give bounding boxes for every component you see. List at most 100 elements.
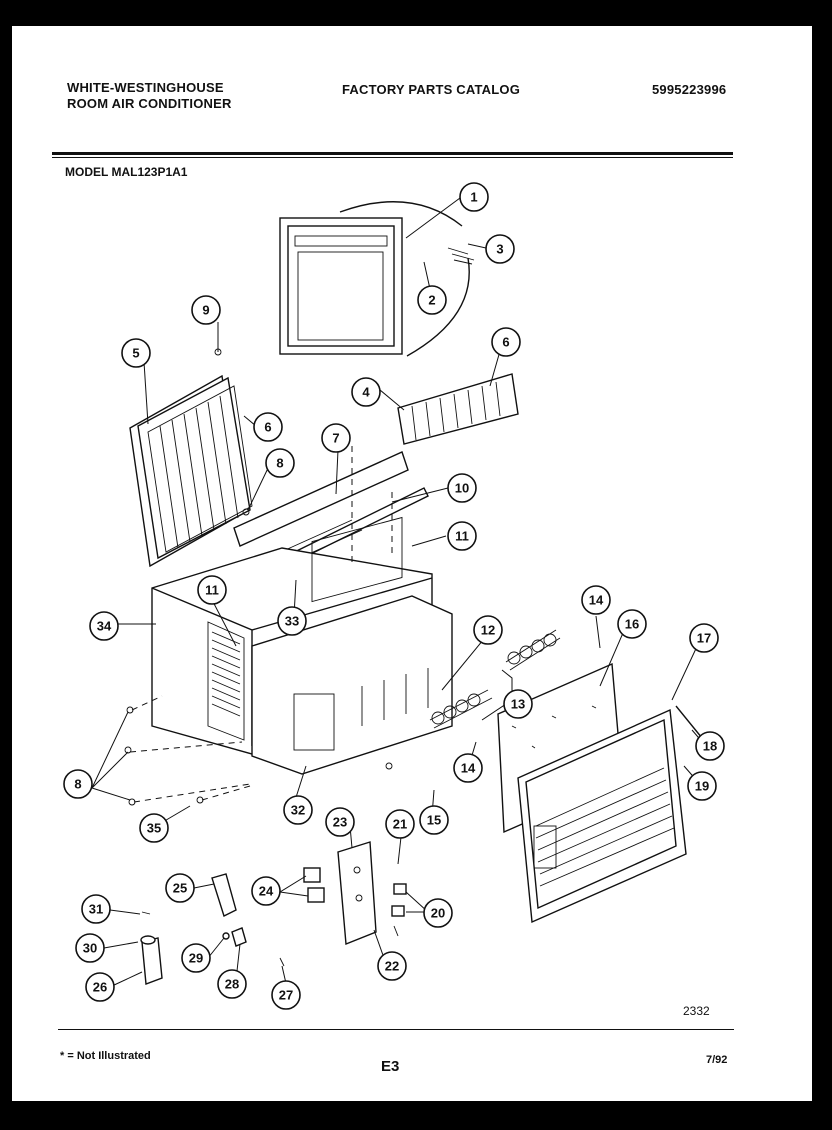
callout-12: 12: [473, 615, 503, 645]
callout-3-label: 3: [496, 242, 503, 257]
callout-3: 3: [485, 234, 515, 264]
callout-19-label: 19: [695, 779, 709, 794]
callout-12-label: 12: [481, 623, 495, 638]
page-code: E3: [381, 1058, 400, 1075]
callout-7: 7: [321, 423, 351, 453]
header-rule-thin: [52, 157, 733, 158]
model-label: MODEL MAL123P1A1: [65, 165, 188, 179]
knobs-hardware: [140, 873, 399, 985]
callout-14b: 14: [453, 753, 483, 783]
callout-20: 20: [423, 898, 453, 928]
revision-date: 7/92: [706, 1054, 728, 1066]
fan-guards: [429, 629, 561, 729]
callout-14a: 14: [581, 585, 611, 615]
callout-4-label: 4: [362, 385, 370, 400]
callout-31-label: 31: [89, 902, 103, 917]
alignment-lines: [129, 446, 393, 803]
callout-17: 17: [689, 623, 719, 653]
callout-32: 32: [283, 795, 313, 825]
callout-11a-label: 11: [455, 529, 469, 544]
callout-28: 28: [217, 969, 247, 999]
callout-10-label: 10: [455, 481, 469, 496]
callout-11b: 11: [197, 575, 227, 605]
callout-4: 4: [351, 377, 381, 407]
callout-5-label: 5: [132, 346, 139, 361]
chassis: [251, 516, 453, 775]
callout-26: 26: [85, 972, 115, 1002]
callout-32-label: 32: [291, 803, 305, 818]
callout-22-label: 22: [385, 959, 399, 974]
callout-31: 31: [81, 894, 111, 924]
callout-16: 16: [617, 609, 647, 639]
callout-33: 33: [277, 606, 307, 636]
callout-13-label: 13: [511, 697, 525, 712]
front-grille: [517, 705, 703, 924]
callout-27-label: 27: [279, 988, 293, 1003]
callout-10: 10: [447, 473, 477, 503]
callout-18-label: 18: [703, 739, 717, 754]
callout-35-label: 35: [147, 821, 161, 836]
callout-29-label: 29: [189, 951, 203, 966]
callout-18: 18: [695, 731, 725, 761]
callout-2: 2: [417, 285, 447, 315]
callout-16-label: 16: [625, 617, 639, 632]
louver-assembly: [397, 373, 519, 445]
callout-8b-label: 8: [74, 777, 81, 792]
front-grille-top: [279, 201, 475, 357]
callout-8a-label: 8: [276, 456, 283, 471]
callout-27: 27: [271, 980, 301, 1010]
callout-1-label: 1: [470, 190, 477, 205]
callout-8a: 8: [265, 448, 295, 478]
callout-7-label: 7: [332, 431, 339, 446]
filter-frame: [129, 374, 253, 568]
callout-6a-label: 6: [502, 335, 509, 350]
callout-22: 22: [377, 951, 407, 981]
exploded-parts-diagram: 1 2 3 4 5 6 6 7 8 8 9 10 11 11 12 13 14 …: [63, 182, 725, 1010]
header-rule-thick: [52, 152, 733, 155]
callout-34-label: 34: [97, 619, 112, 634]
callout-6b: 6: [253, 412, 283, 442]
callout-25-label: 25: [173, 881, 187, 896]
figure-number: 2332: [683, 1004, 710, 1018]
callout-14a-label: 14: [589, 593, 604, 608]
callout-17-label: 17: [697, 631, 711, 646]
callout-11b-label: 11: [205, 583, 219, 598]
callout-28-label: 28: [225, 977, 239, 992]
callout-21: 21: [385, 809, 415, 839]
callout-23: 23: [325, 807, 355, 837]
callout-14b-label: 14: [461, 761, 476, 776]
callout-19: 19: [687, 771, 717, 801]
callout-33-label: 33: [285, 614, 299, 629]
callout-15: 15: [419, 805, 449, 835]
callout-5: 5: [121, 338, 151, 368]
callout-29: 29: [181, 943, 211, 973]
callout-2-label: 2: [428, 293, 435, 308]
callout-11a: 11: [447, 521, 477, 551]
callout-9: 9: [191, 295, 221, 325]
callout-6b-label: 6: [264, 420, 271, 435]
callout-23-label: 23: [333, 815, 347, 830]
brand-block: WHITE-WESTINGHOUSE ROOM AIR CONDITIONER: [67, 80, 232, 112]
callout-30: 30: [75, 933, 105, 963]
callout-24: 24: [251, 876, 281, 906]
control-bracket: [303, 841, 407, 946]
callout-26-label: 26: [93, 980, 107, 995]
callout-25: 25: [165, 873, 195, 903]
callout-20-label: 20: [431, 906, 445, 921]
callout-35: 35: [139, 813, 169, 843]
not-illustrated-note: * = Not Illustrated: [60, 1050, 151, 1062]
footer-rule: [58, 1029, 734, 1030]
callout-21-label: 21: [393, 817, 407, 832]
product-type: ROOM AIR CONDITIONER: [67, 96, 232, 111]
catalog-number: 5995223996: [652, 82, 727, 97]
callout-34: 34: [89, 611, 119, 641]
brand-name: WHITE-WESTINGHOUSE: [67, 80, 224, 95]
callout-30-label: 30: [83, 941, 97, 956]
callout-9-label: 9: [202, 303, 209, 318]
catalog-title: FACTORY PARTS CATALOG: [342, 82, 521, 97]
callout-8b: 8: [63, 769, 93, 799]
callout-15-label: 15: [427, 813, 441, 828]
callout-6a: 6: [491, 327, 521, 357]
callout-1: 1: [459, 182, 489, 212]
callout-13: 13: [503, 689, 533, 719]
